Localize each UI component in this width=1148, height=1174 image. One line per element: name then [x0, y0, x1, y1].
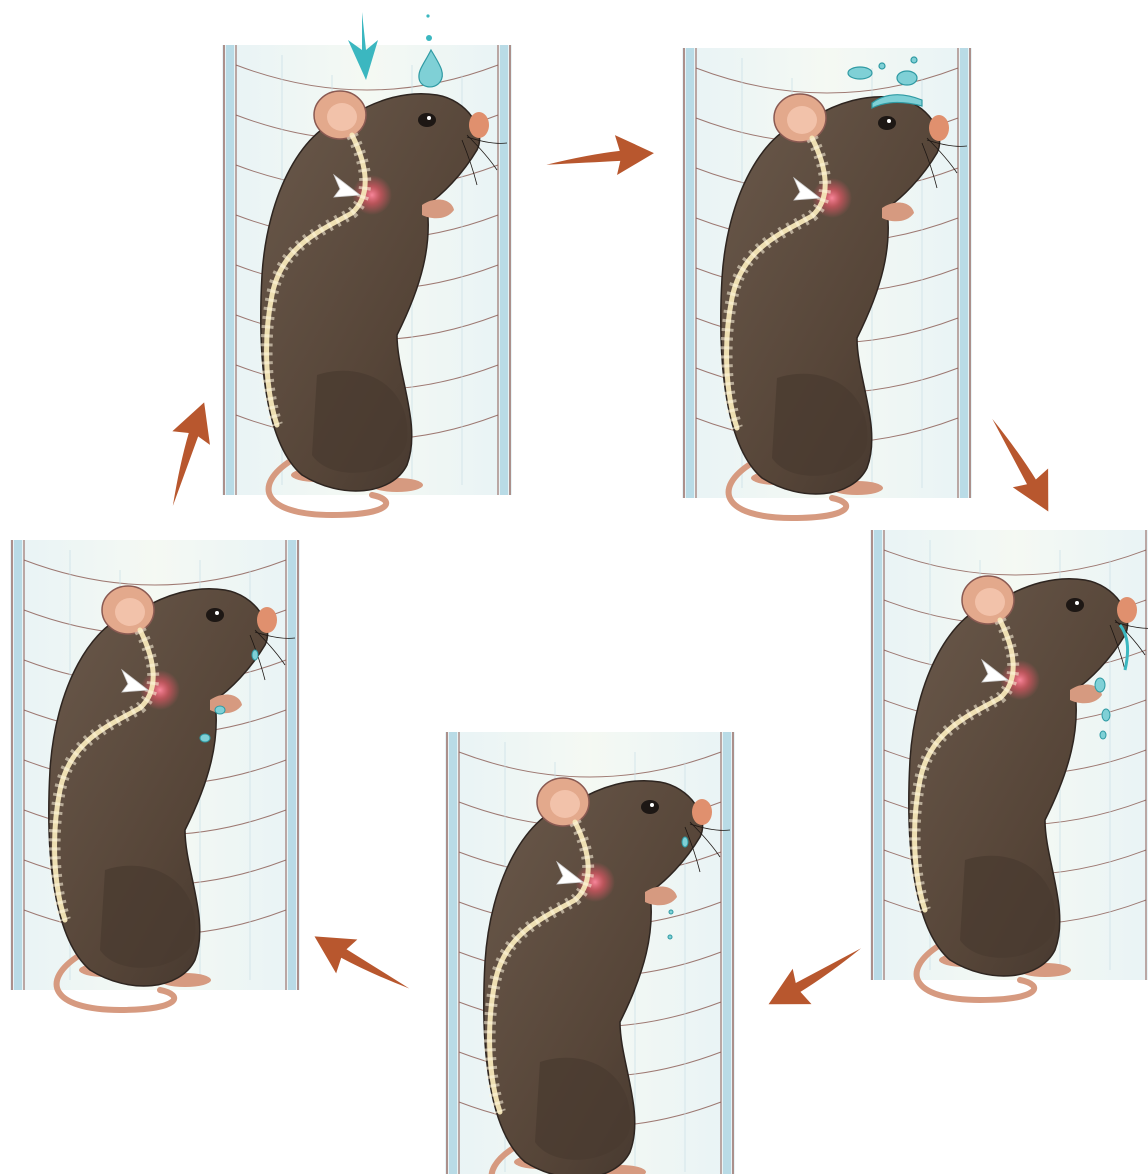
panel-5-body-grooming: [10, 540, 300, 1010]
panel-1-drop-approaching: [222, 45, 512, 515]
cycle-arrow-3-to-4: [759, 936, 873, 1022]
panel-3-face-grooming: [870, 530, 1148, 1000]
panel-4-head-wiping: [445, 732, 735, 1174]
cycle-arrow-5-to-1: [148, 396, 223, 511]
cycle-arrow-1-to-2: [545, 133, 655, 179]
cycle-arrow-2-to-3: [980, 407, 1066, 521]
panel-2-drop-splash: [682, 48, 972, 518]
cycle-arrow-4-to-5: [304, 919, 417, 1010]
